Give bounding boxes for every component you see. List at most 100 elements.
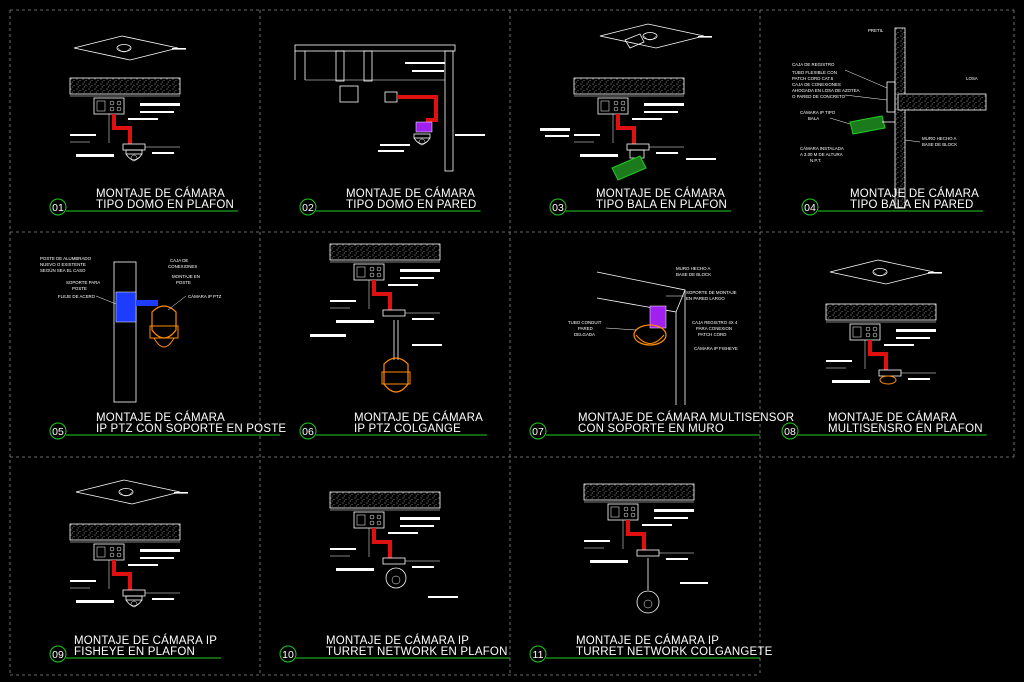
drawing-01-domo-plafon	[68, 35, 187, 162]
panel-number: 11	[533, 649, 544, 661]
note-caja: CAJA DE REGISTRO	[792, 62, 835, 67]
drawing-11-turret-colgante	[582, 482, 708, 614]
note-soporte1: SOPORTE PARA	[66, 280, 100, 285]
panel-title-line2: TURRET NETWORK COLGANGETE	[576, 646, 773, 658]
panel-title-line1: MONTAJE DE CÁMARA	[596, 187, 725, 200]
note-poste2: NUEVO O EXISTENTE	[40, 262, 86, 267]
panel-title-line2: FISHEYE EN PLAFON	[74, 646, 195, 658]
note-pretil: PRETIL	[868, 28, 884, 33]
panel-title-line2: MULTISENSRO EN PLAFON	[828, 423, 983, 435]
drawing-03-bala-plafon	[540, 23, 716, 181]
note-muro1: MURO HECHO A	[922, 136, 956, 141]
panel-title-line1: MONTAJE DE CÁMARA	[850, 187, 979, 200]
note-soporte2: POSTE	[72, 286, 87, 291]
note-caja2b: AHOGADA EN LOSA DE AZOTEA	[792, 88, 860, 93]
note-muro2: BASE DE BLOCK	[922, 142, 957, 147]
note-cam1: CÁMARA IP TIPO	[800, 110, 836, 115]
drawing-02-domo-pared	[294, 44, 485, 172]
note-tubo2: PATCH CORD CAT.6	[792, 76, 834, 81]
drawing-08-multisensor-plafon	[824, 259, 943, 385]
panel-number-circle	[279, 645, 297, 663]
panel-title-line1: MONTAJE DE CÁMARA IP	[326, 634, 469, 647]
panel-title-line1: MONTAJE DE CÁMARA	[96, 411, 225, 424]
note-sop1: SOPORTE DE MONTAJE	[686, 290, 737, 295]
note-montaje1: MONTAJE EN	[172, 274, 200, 279]
note-ptz: CÁMARA IP PTZ	[188, 294, 222, 299]
note-caja-b: CONEXIONES	[168, 264, 197, 269]
panel-number: 02	[302, 202, 314, 214]
note-losa: LOSA	[966, 76, 978, 81]
panel-number: 05	[52, 426, 64, 438]
note-caja2-07: PARA CONEXION	[696, 326, 732, 331]
drawing-04-bala-pared: PRETIL LOSA CAJA DE REGISTRO TUBO FLEXIB…	[792, 27, 987, 209]
note-inst3: N.P.T.	[810, 158, 821, 163]
panel-title-line2: TURRET NETWORK EN PLAFON	[326, 646, 508, 658]
drawing-07-multisensor-muro: MURO HECHO A BASE DE BLOCK SOPORTE DE MO…	[568, 266, 738, 405]
panel-number-circle	[781, 422, 799, 440]
panel-number: 04	[804, 202, 816, 214]
panel-title-line1: MONTAJE DE CÁMARA	[828, 411, 957, 424]
panel-title-line1: MONTAJE DE CÁMARA MULTISENSOR	[578, 411, 794, 424]
panel-number-circle	[801, 198, 819, 216]
panel-number-circle	[49, 645, 67, 663]
sheet-grid	[9, 9, 1015, 676]
note-poste3: SEGÚN SEA EL CASO	[40, 268, 86, 273]
drawing-05-ptz-poste: POSTE DE ALUMBRADO NUEVO O EXISTENTE SEG…	[40, 256, 222, 403]
panel-number: 01	[52, 202, 64, 214]
panel-title-line2: TIPO DOMO EN PARED	[346, 199, 477, 211]
panel-number-circle	[299, 422, 317, 440]
panel-number: 08	[784, 426, 796, 438]
note-tubo1-07: TUBO CONDUIT	[568, 320, 602, 325]
panel-title-line1: MONTAJE DE CÁMARA	[354, 411, 483, 424]
panel-title-line2: TIPO BALA EN PARED	[850, 199, 974, 211]
note-sop2: EN PARED LARGO	[686, 296, 725, 301]
note-montaje2: POSTE	[176, 280, 191, 285]
note-muro1-07: MURO HECHO A	[676, 266, 710, 271]
panel-title-line2: TIPO BALA EN PLAFON	[596, 199, 727, 211]
panel-title-line1: MONTAJE DE CÁMARA IP	[576, 634, 719, 647]
note-caja2a: CAJA DE CONEXIONES	[792, 82, 841, 87]
panel-number: 03	[552, 202, 564, 214]
note-caja2c: O PARED DE CONCRETO	[792, 94, 846, 99]
note-fleje: FLEJE DE ACERO	[58, 294, 96, 299]
note-poste1: POSTE DE ALUMBRADO	[40, 256, 92, 261]
panel-number: 09	[52, 649, 64, 661]
panel-number-circle	[49, 198, 67, 216]
panel-title-line1: MONTAJE DE CÁMARA	[96, 187, 225, 200]
panel-title-line2: CON SOPORTE EN MURO	[578, 423, 724, 435]
panel-number-circle	[49, 422, 67, 440]
panel-number-circle	[549, 198, 567, 216]
panel-title-line2: IP PTZ CON SOPORTE EN POSTE	[96, 423, 286, 435]
panel-title-line1: MONTAJE DE CÁMARA	[346, 187, 475, 200]
note-cam2: BALA	[808, 116, 819, 121]
note-inst2: A 3.00 M DE ALTURA	[800, 152, 843, 157]
note-caja3-07: PATCH CORD	[698, 332, 726, 337]
panel-number-circle	[529, 645, 547, 663]
panel-number: 10	[282, 649, 294, 661]
panel-number-circle	[529, 422, 547, 440]
drawing-10-turret-plafon	[328, 490, 458, 598]
panel-title-line2: IP PTZ COLGANGE	[354, 423, 461, 435]
panel-title-line2: TIPO DOMO EN PLAFON	[96, 199, 234, 211]
note-muro2-07: BASE DE BLOCK	[676, 272, 711, 277]
note-tubo2-07: PARED	[578, 326, 593, 331]
panel-number-circle	[299, 198, 317, 216]
note-inst1: CÁMARA INSTALADA	[800, 146, 844, 151]
panel-number: 07	[532, 426, 544, 438]
drawing-09-fisheye-plafon	[68, 479, 189, 608]
note-tubo3-07: DELGADA	[574, 332, 595, 337]
note-fish-07: CÁMARA IP FISHEYE	[694, 346, 738, 351]
drawing-06-ptz-colgante	[310, 242, 442, 393]
panel-number: 06	[302, 426, 314, 438]
